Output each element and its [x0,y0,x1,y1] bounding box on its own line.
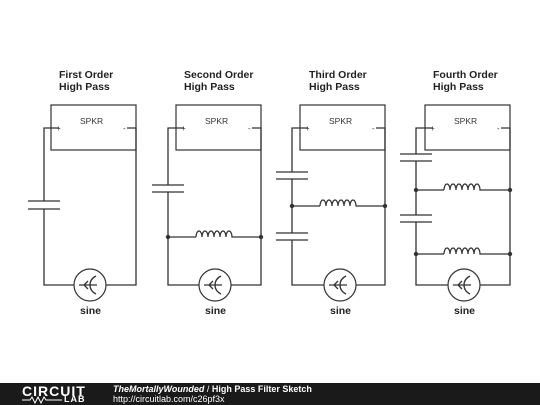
capacitor-2[interactable] [276,232,308,241]
junction-dot [413,251,419,257]
sine-source[interactable] [447,268,481,302]
speaker-minus-terminal: - [248,124,251,133]
source-label: sine [205,305,226,317]
junction-dot [413,187,419,193]
source-label: sine [80,305,101,317]
sine-source[interactable] [73,268,107,302]
inductor[interactable] [195,230,233,238]
byline-separator: / [204,384,212,394]
junction-dot [382,203,388,209]
circuit-third-order: Third Order High Pass SPKR + - [276,69,388,317]
sine-source[interactable] [198,268,232,302]
inductor[interactable] [319,199,357,207]
wires [291,127,386,286]
circuit-title-line1: Fourth Order [433,69,498,81]
junction-dot [289,203,295,209]
speaker[interactable]: SPKR + - [50,104,137,151]
junction-dot [165,234,171,240]
circuit-title-line2: High Pass [59,81,110,93]
speaker-label: SPKR [80,116,103,126]
circuitlab-logo[interactable]: CIRCUIT LAB [4,384,104,404]
author-link[interactable]: TheMortallyWounded [113,384,205,394]
speaker[interactable]: SPKR + - [299,104,386,151]
wires [43,127,137,286]
capacitor-1[interactable] [276,171,308,180]
speaker-minus-terminal: - [497,124,500,133]
inductor-2[interactable] [443,247,481,255]
circuit-title-line1: First Order [59,69,113,81]
resistor-icon [22,396,62,404]
capacitor-1[interactable] [400,153,432,162]
speaker[interactable]: SPKR + - [175,104,262,151]
speaker-label: SPKR [205,116,228,126]
speaker-minus-terminal: - [123,124,126,133]
circuit-fourth-order: Fourth Order High Pass SPKR + - [400,69,513,317]
junction-dot [507,187,513,193]
circuit-title-line2: High Pass [309,81,360,93]
schematic-canvas: First Order High Pass SPKR + - sine Seco… [28,69,513,317]
sine-source[interactable] [323,268,357,302]
junction-dot [258,234,264,240]
speaker-minus-terminal: - [372,124,375,133]
capacitor[interactable] [28,200,60,210]
schematic-url[interactable]: http://circuitlab.com/c26pf3x [113,394,225,404]
circuit-title-line1: Second Order [184,69,253,81]
logo-text-top: CIRCUIT [22,383,86,399]
wires [167,127,262,286]
source-label: sine [330,305,351,317]
source-label: sine [454,305,475,317]
inductor-1[interactable] [443,183,481,191]
schematic-name: High Pass Filter Sketch [211,384,312,394]
speaker-label: SPKR [329,116,352,126]
speaker[interactable]: SPKR + - [424,104,511,151]
circuit-first-order: First Order High Pass SPKR + - sine [28,69,137,317]
capacitor[interactable] [152,184,184,193]
circuit-title-line1: Third Order [309,69,367,81]
wires [415,127,511,286]
footer-bar: CIRCUIT LAB TheMortallyWounded / High Pa… [0,383,540,405]
circuit-title-line2: High Pass [184,81,235,93]
byline: TheMortallyWounded / High Pass Filter Sk… [113,384,312,394]
circuit-second-order: Second Order High Pass SPKR + - sine [152,69,264,317]
circuit-title-line2: High Pass [433,81,484,93]
junction-dot [507,251,513,257]
logo-text-bottom: LAB [64,394,86,404]
capacitor-2[interactable] [400,214,432,223]
speaker-label: SPKR [454,116,477,126]
